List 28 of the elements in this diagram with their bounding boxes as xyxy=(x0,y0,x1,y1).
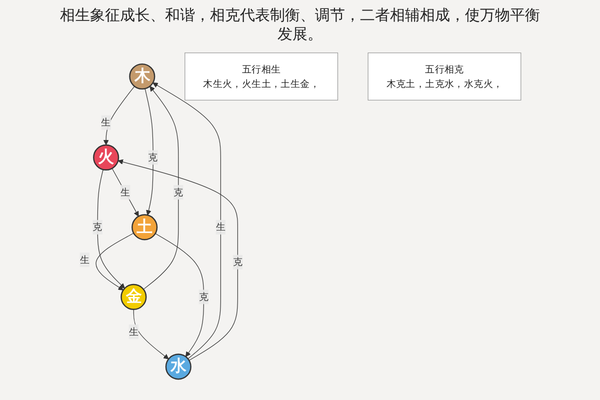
arrow xyxy=(144,88,153,216)
description-text: 相生象征成长、和谐，相克代表制衡、调节，二者相辅相成，使万物平衡发展。 xyxy=(60,6,540,44)
arrow xyxy=(154,233,204,357)
arrow xyxy=(152,82,221,360)
node-circle: 木 xyxy=(128,63,155,90)
arrow xyxy=(132,309,168,360)
arrow xyxy=(111,168,138,217)
edge-label: 克 xyxy=(198,290,208,302)
node-box: 五行相克 木克土，土克水，水克火， xyxy=(367,52,521,100)
arrow xyxy=(117,159,238,361)
arrow xyxy=(142,86,178,290)
edge-label: 克 xyxy=(232,256,242,268)
edge-label: 克 xyxy=(173,186,183,198)
edge-label: 生 xyxy=(79,254,90,266)
edge-label: 生 xyxy=(100,116,111,128)
edge-label: 生 xyxy=(215,221,226,233)
node-circle: 水 xyxy=(164,354,192,380)
edge-label: 生 xyxy=(120,186,130,198)
node-box: 五行相生 木生火，火生土，土生金， xyxy=(184,52,338,100)
node-circle: 金 xyxy=(120,284,146,310)
edge-label: 生 xyxy=(128,326,138,338)
node-circle: 火 xyxy=(92,144,119,170)
arrow xyxy=(103,86,134,146)
edge-label: 克 xyxy=(148,151,158,163)
arrow xyxy=(96,169,125,289)
arrow xyxy=(95,232,134,290)
node-circle: 土 xyxy=(131,214,158,240)
edge-label: 克 xyxy=(92,221,102,233)
